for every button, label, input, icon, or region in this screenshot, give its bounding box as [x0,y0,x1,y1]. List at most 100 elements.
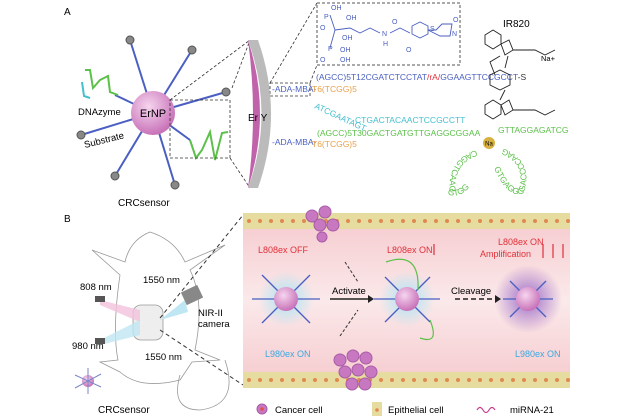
legend-cancer-cell: Cancer cell [275,405,323,416]
epithelial-cell-nucleus [434,219,438,223]
activate-label: Activate [332,286,366,297]
cancer-cell-cluster-top [305,205,340,243]
epithelial-cell-nucleus [467,378,471,382]
epithelial-cell-nucleus [467,219,471,223]
activate-arrow [330,261,374,337]
epithelial-cell-nucleus [379,378,383,382]
chem-o: O [453,17,459,24]
epithelial-cell-nucleus [401,378,405,382]
crc-sensor-particle: ErNP [76,35,231,190]
counter-ion-label: Na+ [541,54,556,63]
crcsensor-label-a: CRCsensor [118,198,170,209]
epithelial-cell-nucleus [489,219,493,223]
epithelial-cell-nucleus [555,378,559,382]
epithelial-cell-nucleus [500,219,504,223]
sensor-off [252,271,320,327]
zoom-lines [169,2,318,189]
epithelial-cell-nucleus [302,378,306,382]
epithelial-cell-nucleus [423,219,427,223]
chem-oh: OH [331,5,342,12]
epithelial-cell-nucleus [500,378,504,382]
laser-808 [95,296,140,322]
sensor-amplified [494,265,562,333]
epithelial-cell-nucleus [478,219,482,223]
legend: Cancer cell Epithelial cell miRNA-21 [256,402,554,416]
quencher-bead [110,171,120,181]
crcsensor-label-b: CRCsensor [98,405,150,416]
laser-980-label: 980 nm [72,341,104,352]
amplification-label: Amplification [480,249,531,259]
epithelial-cell-nucleus [566,219,570,223]
epithelial-cell-nucleus [445,378,449,382]
epithelial-cell-nucleus [423,378,427,382]
chem-oh: OH [346,15,357,22]
shell-y-layer [248,40,271,188]
quencher-bead [187,45,197,55]
epithelial-cell-nucleus [544,219,548,223]
chem-s: S [430,26,435,33]
epithelial-cell-nucleus [258,378,262,382]
l980-on-label-1: L980ex ON [265,349,311,359]
ir820-label: IR820 [503,19,530,30]
epithelial-cell-nucleus [258,219,262,223]
ernp-label: ErNP [140,108,166,120]
anchor-sequence-1: T6(TCGG)5 [312,84,357,94]
epithelial-cell-nucleus [269,219,273,223]
chem-h: H [383,41,388,48]
chem-o: O [320,25,326,32]
dnazyme-loop-left: CAGGTCAAGGTGG [447,148,479,198]
epithelial-cell-nucleus [544,378,548,382]
epithelial-cell-nucleus [291,219,295,223]
ernp-core [131,91,175,135]
epithelial-cell-nucleus [456,219,460,223]
dnazyme-strand-right [189,128,229,161]
zoom-lines-b [159,214,244,386]
panel-a-label: A [64,7,71,18]
dnazyme-cyan-strand [81,81,91,99]
laser-980 [95,320,140,345]
epithelial-cell-nucleus [390,219,394,223]
sodium-ion-label: Na [485,142,493,148]
epithelial-cell-nucleus [280,378,284,382]
epithelial-layer-bottom [243,372,570,388]
anchor-sequence-2: T6(TCGG)5 [312,139,357,149]
chem-oh: OH [342,35,353,42]
epithelial-cell-nucleus [522,378,526,382]
cleavage-label: Cleavage [451,286,491,297]
dnazyme-strand [85,69,119,96]
chem-o: O [392,19,398,26]
epithelial-cell-nucleus [280,219,284,223]
dnazyme-sequence: (AGCC)5T30GACTGATGTTGAGGCGGAA [317,128,481,138]
epithelial-cell-nucleus [324,378,328,382]
legend-mirna: miRNA-21 [510,405,554,416]
chem-n: N [382,31,387,38]
sodium-ion [483,137,495,149]
shell-er-layer [248,40,260,188]
quencher-bead [170,180,180,190]
epithelial-cell-nucleus [412,378,416,382]
epithelial-cell-nucleus [434,378,438,382]
epithelial-cell-nucleus [291,378,295,382]
epithelial-cell-nucleus [412,219,416,223]
epithelial-cell-nucleus [522,219,526,223]
epithelial-cell-nucleus [269,378,273,382]
epithelial-cell-nucleus [533,219,537,223]
epithelial-cell-nucleus [346,219,350,223]
epithelial-cell-nucleus [478,378,482,382]
ir820-structure [484,29,556,120]
substrate-sequence: (AGCC)5T12CGATCTCCTAT/rA/GGAAGTTCCGCCT-S [316,72,527,82]
chem-p: P [328,46,333,53]
chem-oh: OH [340,47,351,54]
epithelial-cell-nucleus [390,378,394,382]
epithelial-cell-nucleus [357,219,361,223]
epithelial-cell-nucleus [247,378,251,382]
sensor-activated [374,258,440,341]
panel-b-label: B [64,214,71,225]
linker-label-2: -ADA-MBA- [272,137,317,147]
quencher-bead [125,35,135,45]
emission-label-2: 1550 nm [145,352,182,363]
epithelial-cell-nucleus [511,378,515,382]
chem-p: P [324,14,329,21]
epithelial-cell-nucleus [489,378,493,382]
